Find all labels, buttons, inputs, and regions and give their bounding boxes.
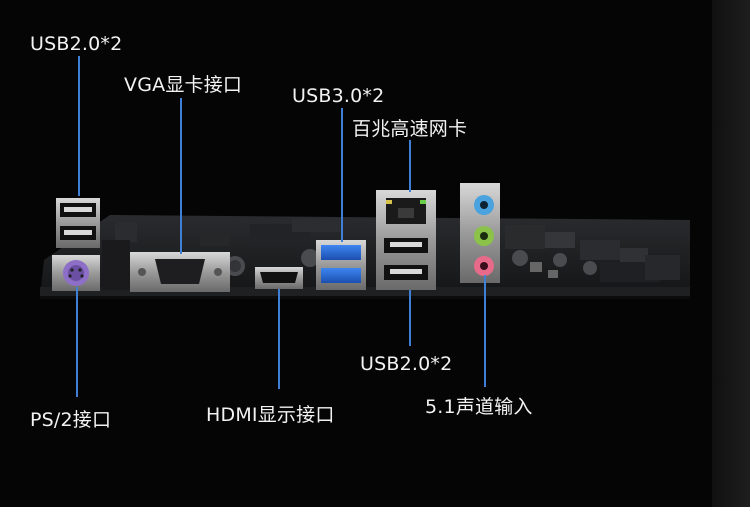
leader-vga <box>180 98 182 254</box>
label-usb30: USB3.0*2 <box>292 85 385 107</box>
leader-usb20-top <box>78 56 80 196</box>
lan-usb-stack <box>376 190 436 290</box>
leader-usb20-bottom <box>409 290 411 346</box>
ps2-port <box>52 255 100 291</box>
audio-jacks <box>460 183 500 283</box>
label-hdmi: HDMI显示接口 <box>206 404 335 426</box>
leader-audio <box>484 275 486 387</box>
usb20-ports-left <box>56 198 100 248</box>
label-usb20-top: USB2.0*2 <box>30 33 123 55</box>
usb30-ports <box>316 240 366 290</box>
leader-ps2 <box>76 287 78 397</box>
leader-lan <box>409 140 411 192</box>
label-usb20-bottom: USB2.0*2 <box>360 353 453 375</box>
connector-block <box>102 240 130 290</box>
label-audio: 5.1声道输入 <box>425 396 533 418</box>
label-lan: 百兆高速网卡 <box>352 118 468 140</box>
label-vga: VGA显卡接口 <box>124 74 243 96</box>
leader-hdmi <box>278 289 280 389</box>
label-ps2: PS/2接口 <box>30 409 112 431</box>
hdmi-port <box>255 267 303 289</box>
leader-usb30 <box>341 108 343 242</box>
board-components <box>115 218 680 282</box>
vga-port <box>130 252 230 292</box>
right-edge-shade <box>712 0 750 507</box>
